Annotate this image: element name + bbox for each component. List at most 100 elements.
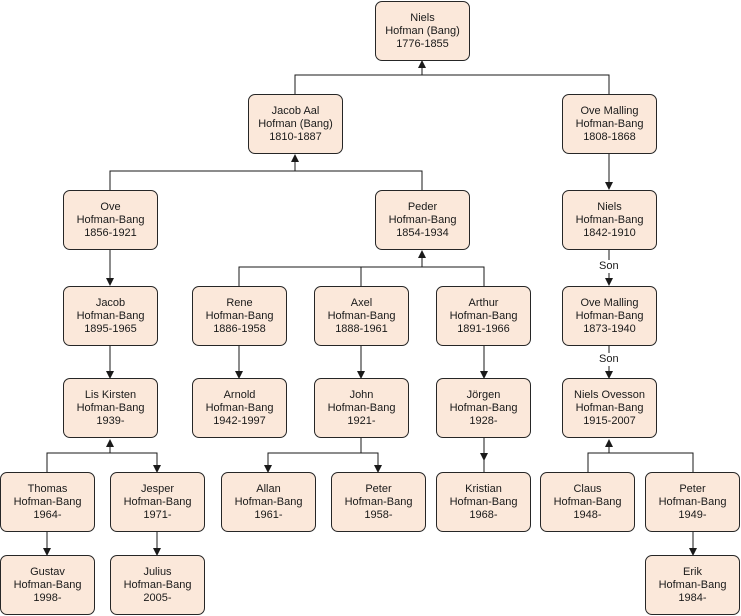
person-surname: Hofman-Bang: [327, 309, 396, 322]
person-surname: Hofman-Bang: [327, 401, 396, 414]
person-name: Peter: [679, 482, 706, 495]
person-surname: Hofman-Bang: [449, 309, 518, 322]
person-surname: Hofman-Bang: [449, 401, 518, 414]
person-lifespan: 1810-1887: [269, 130, 322, 143]
person-lifespan: 2005-: [143, 591, 172, 604]
person-lifespan: 1854-1934: [396, 226, 449, 239]
person-lifespan: 1808-1868: [583, 130, 636, 143]
person-lifespan: 1928-: [469, 414, 498, 427]
edge-label-son-1: Son: [598, 260, 620, 273]
person-surname: Hofman (Bang): [258, 117, 333, 130]
person-surname: Hofman-Bang: [575, 401, 644, 414]
person-surname: Hofman-Bang: [344, 495, 413, 508]
person-lifespan: 1891-1966: [457, 322, 510, 335]
person-name: Ove Malling: [580, 296, 639, 309]
person-surname: Hofman-Bang: [575, 213, 644, 226]
person-lifespan: 1939-: [96, 414, 125, 427]
person-name: Gustav: [30, 565, 65, 578]
person-lifespan: 1949-: [678, 508, 707, 521]
person-surname: Hofman-Bang: [234, 495, 303, 508]
person-name: Ove: [100, 200, 121, 213]
person-name: Ove Malling: [580, 104, 639, 117]
person-surname: Hofman-Bang: [76, 309, 145, 322]
person-lifespan: 1886-1958: [213, 322, 266, 335]
person-name: Niels: [597, 200, 622, 213]
person-surname: Hofman-Bang: [76, 401, 145, 414]
person-name: Niels: [410, 11, 435, 24]
person-lifespan: 1776-1855: [396, 37, 449, 50]
person-name: Peder: [407, 200, 438, 213]
person-surname: Hofman-Bang: [449, 495, 518, 508]
person-surname: Hofman-Bang: [123, 578, 192, 591]
person-lifespan: 1856-1921: [84, 226, 137, 239]
person-name: Rene: [226, 296, 253, 309]
edge-jacobaal-children: [109, 170, 423, 190]
person-lifespan: 1964-: [33, 508, 62, 521]
person-surname: Hofman-Bang: [123, 495, 192, 508]
edge-nielsovesson-children: [587, 452, 694, 472]
person-lifespan: 1961-: [254, 508, 283, 521]
person-name: Lis Kirsten: [84, 388, 137, 401]
person-name: Julius: [143, 565, 172, 578]
person-surname: Hofman-Bang: [658, 578, 727, 591]
person-lifespan: 1873-1940: [583, 322, 636, 335]
person-surname: Hofman-Bang: [76, 213, 145, 226]
person-lifespan: 1942-1997: [213, 414, 266, 427]
person-name: Axel: [350, 296, 373, 309]
person-lifespan: 1968-: [469, 508, 498, 521]
person-lifespan: 1915-2007: [583, 414, 636, 427]
person-name: Jacob: [95, 296, 126, 309]
person-name: Jörgen: [466, 388, 501, 401]
person-surname: Hofman-Bang: [575, 309, 644, 322]
person-name: John: [349, 388, 374, 401]
person-lifespan: 1958-: [364, 508, 393, 521]
edge-john-children: [267, 452, 379, 472]
person-name: Erik: [683, 565, 702, 578]
edge-label-son-2: Son: [598, 353, 620, 366]
person-surname: Hofman-Bang: [388, 213, 457, 226]
person-surname: Hofman-Bang: [13, 578, 82, 591]
person-name: Niels Ovesson: [574, 388, 645, 401]
person-name: Jesper: [140, 482, 175, 495]
person-name: Arnold: [223, 388, 256, 401]
person-surname: Hofman-Bang: [658, 495, 727, 508]
person-name: Peter: [365, 482, 392, 495]
person-lifespan: 1998-: [33, 591, 62, 604]
person-surname: Hofman-Bang: [553, 495, 622, 508]
person-name: Jacob Aal: [271, 104, 320, 117]
person-lifespan: 1971-: [143, 508, 172, 521]
person-name: Arthur: [468, 296, 499, 309]
person-lifespan: 1895-1965: [84, 322, 137, 335]
edge-niels1776-children: [294, 74, 610, 94]
person-lifespan: 1888-1961: [335, 322, 388, 335]
person-surname: Hofman-Bang: [205, 309, 274, 322]
person-name: Allan: [256, 482, 281, 495]
